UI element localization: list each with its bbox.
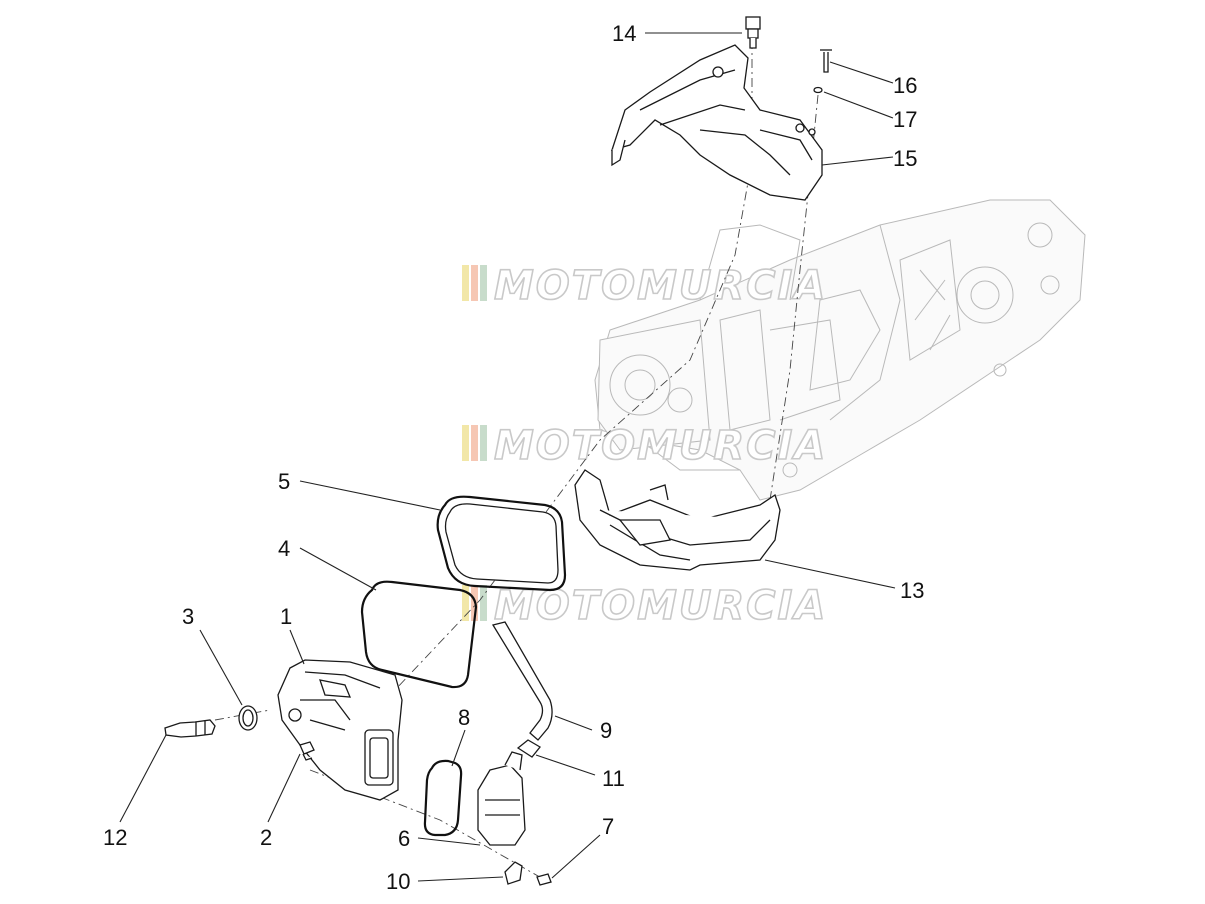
watermark-stripe-green xyxy=(480,585,487,621)
engine-crankcase-ghost xyxy=(594,199,1086,501)
callout-7: 7 xyxy=(602,814,614,839)
part-4-gasket xyxy=(360,580,478,689)
watermark-stripe-yellow xyxy=(462,265,469,301)
callout-8: 8 xyxy=(458,705,470,730)
callout-3: 3 xyxy=(182,604,194,629)
watermark-stripe-yellow xyxy=(462,585,469,621)
watermark-stripe-yellow xyxy=(462,425,469,461)
watermark-text: MOTOMURCIA xyxy=(494,423,827,469)
watermark-top: MOTOMURCIA xyxy=(462,262,827,310)
part-1-head-cover xyxy=(277,659,403,801)
part-17-washer xyxy=(813,86,823,94)
callout-6: 6 xyxy=(398,826,410,851)
callout-13: 13 xyxy=(900,578,924,603)
callout-labels: 14 16 17 15 5 4 13 3 1 8 9 11 12 2 6 7 1… xyxy=(103,21,924,894)
part-14-sensor xyxy=(745,16,761,49)
watermark-stripe-red xyxy=(471,265,478,301)
watermark-middle: MOTOMURCIA xyxy=(462,422,827,470)
callout-14: 14 xyxy=(612,21,636,46)
callout-11: 11 xyxy=(602,766,625,791)
callout-15: 15 xyxy=(893,146,917,171)
part-15-upper-cover xyxy=(611,44,823,201)
watermark-stripe-green xyxy=(480,425,487,461)
callout-5: 5 xyxy=(278,469,290,494)
part-5-large-gasket xyxy=(436,495,567,592)
part-16-screw xyxy=(820,49,832,73)
part-6-breather-valve xyxy=(477,751,526,846)
callout-12: 12 xyxy=(103,825,127,850)
callout-2: 2 xyxy=(260,825,272,850)
part-3-seal-ring xyxy=(238,705,258,731)
callout-16: 16 xyxy=(893,73,917,98)
callout-17: 17 xyxy=(893,107,917,132)
part-10-bracket-clip xyxy=(504,861,523,885)
part-2-bolt xyxy=(299,741,315,761)
part-13-lower-cover xyxy=(574,469,781,571)
callout-4: 4 xyxy=(278,536,290,561)
callout-1: 1 xyxy=(280,604,292,629)
callout-9: 9 xyxy=(600,718,612,743)
part-11-clamp xyxy=(516,739,541,758)
watermark-stripe-green xyxy=(480,265,487,301)
watermark-stripe-red xyxy=(471,425,478,461)
watermark-text: MOTOMURCIA xyxy=(494,263,827,309)
part-8-small-gasket xyxy=(423,759,463,837)
part-12-spark-plug xyxy=(164,719,216,738)
leader-lines xyxy=(119,32,896,882)
part-7-screw xyxy=(536,873,552,886)
watermark-bottom: MOTOMURCIA xyxy=(462,582,826,630)
part-9-hose xyxy=(491,621,553,741)
callout-10: 10 xyxy=(386,869,410,894)
